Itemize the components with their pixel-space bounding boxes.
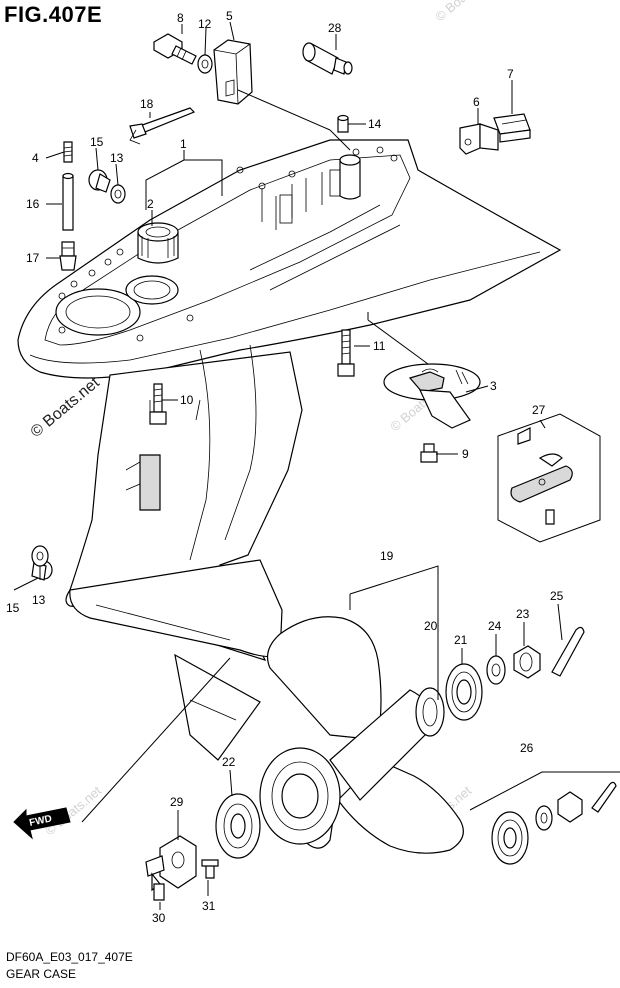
callout-5: 5 [226,9,233,23]
leader-19 [349,565,439,700]
callout-3: 3 [490,379,497,393]
callout-15-bottom: 15 [6,601,20,615]
callout-18: 18 [140,97,154,111]
bolt-10 [149,383,167,425]
washer-24 [486,655,506,685]
gasket-13-top [110,184,126,204]
callout-26: 26 [520,741,534,755]
propeller-20 [259,616,464,854]
callout-2: 2 [147,197,154,211]
watermark-main: © Boats.net [28,374,104,441]
cotter-pin-25 [551,626,585,677]
spacer-kit-26 [491,781,617,865]
nipple-17 [59,241,77,271]
bracket-7 [493,113,531,143]
callout-16: 16 [26,197,40,211]
bolt-9 [420,443,438,463]
bushing-30 [153,883,165,901]
leader-3 [367,319,429,365]
plug-15-top [88,169,111,193]
callout-30: 30 [152,911,166,925]
leader-26 [469,771,620,811]
bolt-8 [153,33,197,65]
callout-4: 4 [32,151,39,165]
pin-14 [337,114,349,133]
watermark-faint: © Boats.net [432,0,494,24]
leader-lines [13,21,563,910]
fwd-label: FWD [28,813,53,828]
stud-4 [63,141,73,163]
callout-14: 14 [368,117,382,131]
callout-17: 17 [26,251,40,265]
callout-29: 29 [170,795,184,809]
thrust-washer-21 [445,663,483,721]
callout-10: 10 [180,393,194,407]
callout-21: 21 [454,633,468,647]
anode-29 [145,835,197,892]
callout-11: 11 [373,339,386,353]
bolt-11 [337,329,355,377]
bracket-6 [459,123,499,155]
tube-16 [62,172,74,231]
callout-13-bottom: 13 [32,593,46,607]
gear-case-housing [17,139,562,823]
figure-title: FIG.407E [4,2,103,27]
thrust-washer-22 [215,793,261,859]
gasket-13-bottom [31,545,49,567]
anode-5 [213,39,253,105]
anode-kit-27 [497,413,601,543]
callout-15-top: 15 [90,135,104,149]
figure-name: GEAR CASE [6,967,77,981]
forward-direction-badge: FWD [13,807,71,840]
leader-27 [539,419,546,429]
grommet-28 [302,42,353,75]
callout-31: 31 [202,899,216,913]
callout-20: 20 [424,619,438,633]
callout-12: 12 [198,17,212,31]
callout-1: 1 [180,137,187,151]
callout-28: 28 [328,21,342,35]
callout-13-top: 13 [110,151,124,165]
callout-25: 25 [550,589,564,603]
nut-23 [513,645,541,679]
callout-27: 27 [532,403,546,417]
callout-labels: 8 12 5 28 7 6 18 14 1 15 4 13 2 16 17 11… [6,9,564,925]
trim-tab-3 [383,363,481,429]
callout-24: 24 [488,619,502,633]
bolt-31 [201,859,219,879]
washer-12 [197,54,213,74]
callout-7: 7 [507,67,514,81]
callout-23: 23 [516,607,530,621]
callout-22: 22 [222,755,236,769]
callout-6: 6 [473,95,480,109]
callout-19: 19 [380,549,394,563]
callout-8: 8 [177,11,184,25]
leader-5 [329,129,351,151]
leader-5 [237,89,331,131]
cable-tie-18 [129,107,196,145]
callout-9: 9 [462,447,469,461]
figure-code: DF60A_E03_017_407E [6,950,133,964]
